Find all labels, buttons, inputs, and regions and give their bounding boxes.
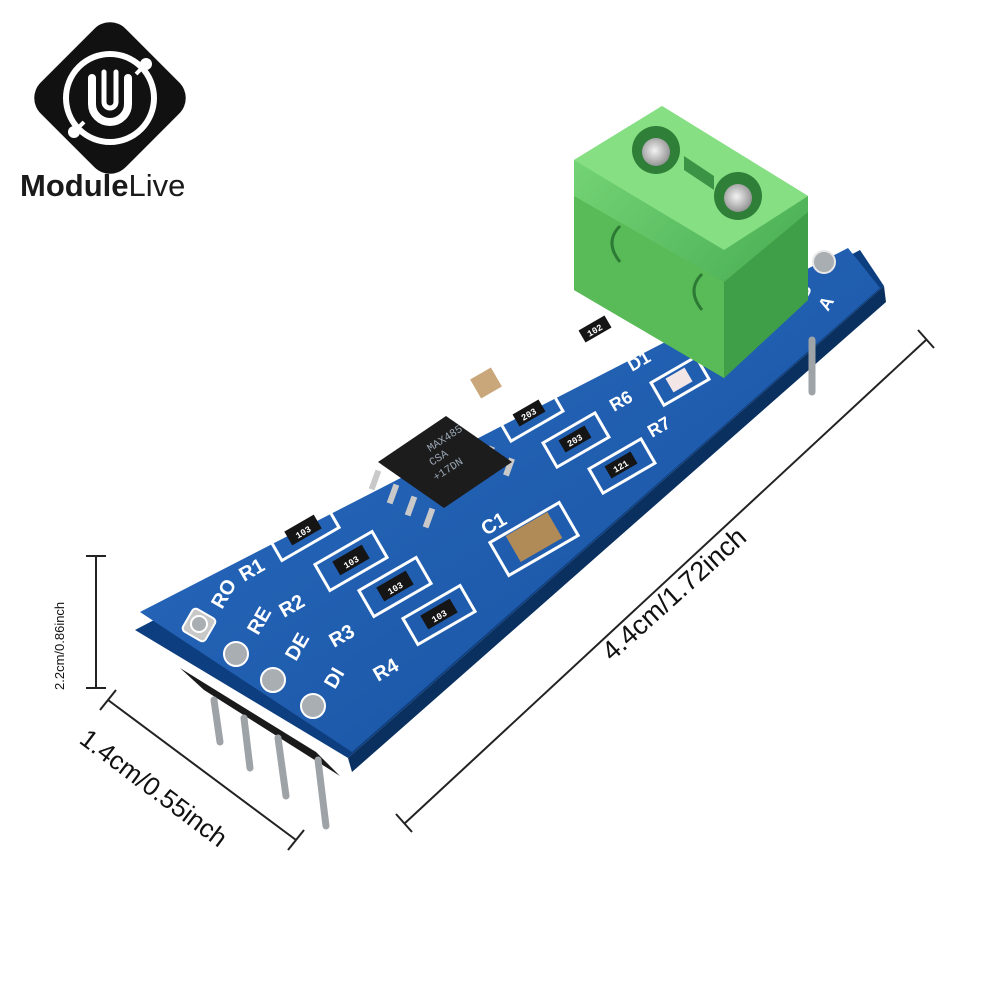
brand-name-light: Live (129, 168, 186, 203)
ic-designator: U1 (357, 422, 382, 448)
screw-icon (724, 184, 752, 212)
circuit-u-logo-icon (34, 22, 186, 174)
length-label: 4.4cm/1.72inch (596, 522, 752, 667)
r8-label: R8 (532, 301, 562, 330)
screw-icon (642, 138, 670, 166)
brand-name-bold: Module (20, 168, 129, 203)
brand-logo: ModuleLive (20, 22, 186, 203)
c2-label: C2 (516, 337, 546, 366)
dimension-height: 2.2cm/0.86inch (52, 555, 106, 690)
svg-text:ModuleLive: ModuleLive (20, 168, 185, 203)
width-label: 1.4cm/0.55inch (74, 723, 233, 853)
pcb-board (140, 248, 880, 752)
height-label: 2.2cm/0.86inch (52, 602, 67, 690)
rs485-module: RO RE DE DI MAX485 CSA +17DN U1 (135, 106, 886, 830)
dimension-width: 1.4cm/0.55inch (74, 689, 305, 853)
max485-chip: MAX485 CSA +17DN U1 (357, 416, 515, 529)
screw-terminal (574, 106, 808, 378)
capacitor-c2: C2 (453, 337, 546, 414)
